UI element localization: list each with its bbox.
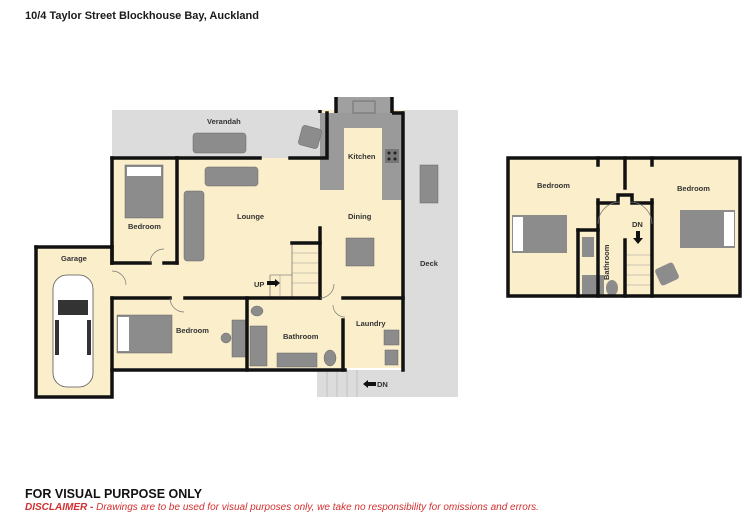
disclaimer-label: DISCLAIMER - <box>25 502 94 513</box>
desk-chair <box>220 332 232 344</box>
label-garage: Garage <box>61 254 87 263</box>
lounge-sofa-top <box>204 166 259 187</box>
ground-floor: Verandah Kitchen Bedroom Lounge Dining G… <box>34 97 458 399</box>
label-upper-bedroom-left: Bedroom <box>537 181 570 190</box>
arrow-right-icon <box>267 279 280 287</box>
label-dining: Dining <box>348 212 372 221</box>
label-laundry: Laundry <box>356 319 386 328</box>
upper-armchair <box>655 262 679 286</box>
label-upper-stairs-down: DN <box>632 220 643 229</box>
deck-table <box>419 164 439 204</box>
label-stairs-up: UP <box>254 280 264 289</box>
cooktop-icon <box>385 149 399 163</box>
label-upper-bathroom: Bathroom <box>602 244 611 280</box>
washing-machine <box>384 349 399 366</box>
kitchen-counter-right <box>382 128 403 200</box>
lounge-sofa-left <box>183 190 205 262</box>
hall-area <box>112 263 320 298</box>
deck-area <box>403 110 458 397</box>
bathtub <box>249 325 268 367</box>
label-lounge: Lounge <box>237 212 264 221</box>
bathroom-toilet-small <box>250 305 264 317</box>
upper-shower <box>582 275 604 295</box>
kitchen-counter-top <box>336 113 403 128</box>
visual-notice: FOR VISUAL PURPOSE ONLY <box>25 487 203 501</box>
page-title: 10/4 Taylor Street Blockhouse Bay, Auckl… <box>25 10 259 22</box>
label-kitchen: Kitchen <box>348 152 376 161</box>
bedroom2-pillows <box>118 317 129 351</box>
label-bathroom: Bathroom <box>283 332 319 341</box>
dining-table <box>345 237 375 267</box>
disclaimer: DISCLAIMER - Drawings are to be used for… <box>25 502 539 513</box>
verandah-chair <box>298 125 322 149</box>
upper-vanity <box>582 237 594 257</box>
steps-area <box>317 370 407 397</box>
arrow-down-icon <box>633 231 643 244</box>
laundry-tub <box>383 329 400 346</box>
toilet <box>323 349 337 367</box>
kitchen-bay <box>336 97 392 113</box>
upper-toilet <box>606 280 618 296</box>
vanity <box>276 352 318 368</box>
desk <box>231 319 247 358</box>
label-deck: Deck <box>420 259 439 268</box>
label-verandah: Verandah <box>207 117 241 126</box>
upper-stairs <box>625 254 652 286</box>
bedroom1-pillows <box>127 167 161 176</box>
disclaimer-text: Drawings are to be used for visual purpo… <box>93 502 539 513</box>
car-icon <box>52 274 94 388</box>
label-stairs-down: DN <box>377 380 388 389</box>
label-upper-bedroom-right: Bedroom <box>677 184 710 193</box>
label-bedroom2: Bedroom <box>176 326 209 335</box>
upper-floor: Bedroom Bedroom Bathroom DN <box>506 156 742 298</box>
verandah-sofa <box>192 132 247 154</box>
arrow-left-icon <box>363 380 376 388</box>
label-bedroom1: Bedroom <box>128 222 161 231</box>
sink-icon <box>352 100 376 114</box>
